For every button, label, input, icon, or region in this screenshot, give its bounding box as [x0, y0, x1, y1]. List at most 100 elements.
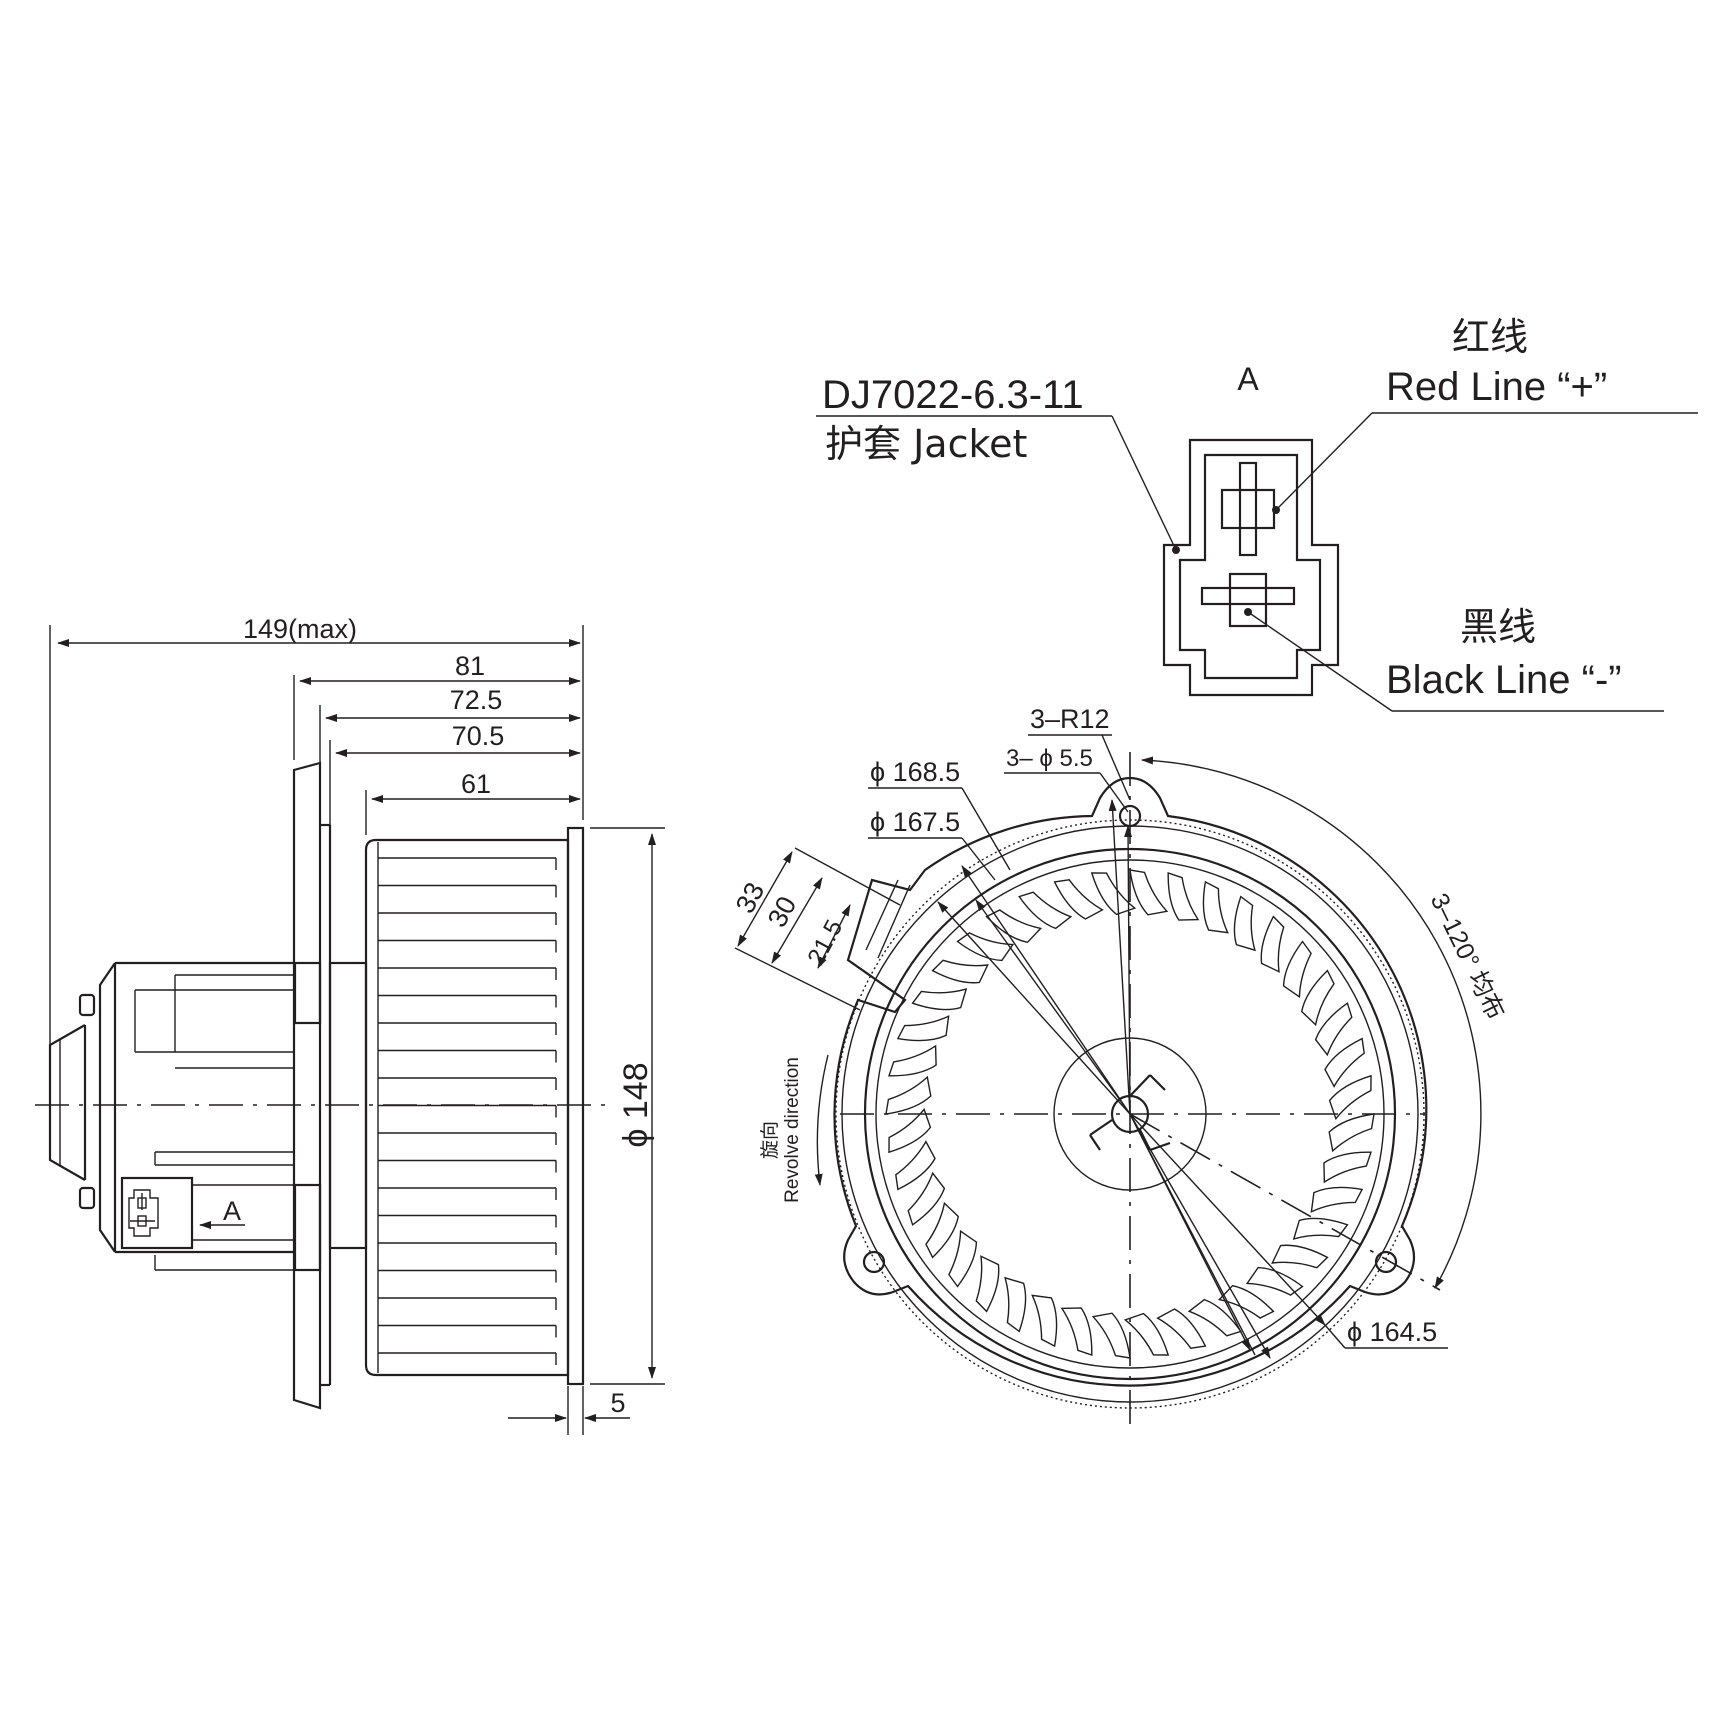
connector-housing-outline	[1162, 438, 1340, 697]
connector-housing-inner	[1178, 453, 1322, 680]
dia-168-5-leader	[961, 787, 1011, 871]
fan-blade	[1271, 1244, 1329, 1269]
motor-body-left-edge	[98, 962, 116, 1253]
dim-149-text: 149(max)	[243, 614, 357, 644]
jacket-label: 护套 Jacket	[825, 422, 1027, 466]
ext-33-bottom	[734, 947, 861, 1011]
fan-end-plate	[566, 826, 585, 1386]
fan-blade	[1323, 1151, 1372, 1184]
fan-blade	[975, 1255, 1000, 1313]
part-number-label: DJ7022-6.3-11	[822, 373, 1084, 417]
leader-167-5	[975, 899, 1131, 1115]
fan-blade	[985, 909, 1043, 944]
fan-blade	[911, 988, 968, 1011]
fan-blade	[931, 959, 989, 984]
fan-blade	[895, 1140, 936, 1191]
dia-168-5-label: ϕ 168.5	[870, 757, 960, 787]
dia-164-5-label: ϕ 164.5	[1347, 1317, 1437, 1347]
fan-blade	[1004, 1276, 1027, 1333]
side-view: 149(max) 81 72.5 70.5 61	[35, 614, 665, 1435]
front-view: 3–R12 3– ϕ 5.5 ϕ 168.5 ϕ 167.5 ϕ 164.5 3…	[730, 704, 1510, 1428]
fan-blade	[1260, 915, 1285, 973]
fan-blade	[1167, 872, 1200, 921]
connector-block	[120, 1176, 194, 1250]
outlet-rib	[865, 879, 899, 951]
black-terminal-body	[1228, 572, 1268, 628]
fan-blade	[925, 1201, 960, 1259]
revolve-arrow-icon	[814, 1054, 829, 1186]
view-a-marker: A	[223, 1196, 241, 1226]
connector-view-a: A DJ7022-6.3-11 护套 Jacket 红线 Red Line “+…	[816, 315, 1698, 712]
hole-leader-line	[1099, 772, 1129, 813]
end-cap-outline	[48, 1024, 86, 1181]
fan-wheel-outline	[364, 838, 570, 1377]
black-line-cn-label: 黑线	[1460, 605, 1536, 649]
red-terminal-blade	[1238, 461, 1258, 557]
red-terminal-body	[1220, 488, 1276, 530]
dim-30-text: 30	[762, 891, 803, 932]
fan-blade	[948, 1229, 978, 1288]
revolve-label-en: Revolve direction	[782, 1057, 803, 1203]
outlet-rib	[877, 884, 911, 959]
collar-bottom	[293, 1183, 322, 1272]
leader-r12	[1108, 799, 1131, 1115]
jacket-leader	[1111, 415, 1177, 551]
dim-61-text: 61	[461, 769, 491, 799]
fan-blade	[1202, 880, 1229, 934]
fan-blade	[896, 1015, 950, 1042]
ext-33-top	[794, 847, 901, 906]
leader-164-5	[1129, 1113, 1326, 1326]
dia-167-5-label: ϕ 167.5	[870, 807, 960, 837]
fan-blade	[1091, 1312, 1131, 1359]
hub-spoke	[1149, 1074, 1166, 1091]
leader-hole	[1124, 825, 1133, 1115]
fan-blade	[1156, 1308, 1207, 1349]
hub-spoke	[1129, 1074, 1151, 1097]
fan-blade	[1018, 891, 1073, 930]
fan-blade	[1310, 1186, 1364, 1213]
leader-168-5	[961, 865, 1131, 1115]
dim-line-30	[771, 877, 823, 964]
dim-5-text: 5	[610, 1388, 625, 1418]
connector-view-label: A	[1237, 361, 1259, 397]
dim-21-5-text: 21.5	[802, 916, 848, 970]
fan-blade	[956, 932, 1015, 962]
fan-blade	[907, 1171, 946, 1226]
fan-blade	[885, 1075, 932, 1115]
screw-bottom-icon	[78, 1186, 96, 1210]
fan-blade	[1053, 879, 1104, 920]
r12-leader-line	[1101, 734, 1131, 801]
mount-hole-right-icon	[1374, 1250, 1398, 1274]
revolve-label-cn: 旋向	[759, 1121, 781, 1159]
fan-blade	[1031, 1294, 1058, 1348]
connector-small-icon	[128, 1189, 159, 1237]
collar-top	[293, 961, 322, 1025]
flange-plate	[292, 761, 322, 1410]
fan-blade	[1123, 1312, 1170, 1356]
fan-blade	[1300, 969, 1335, 1027]
dim-72-5-text: 72.5	[450, 685, 503, 715]
fan-blade	[1187, 1298, 1242, 1337]
mount-hole-left-icon	[862, 1250, 886, 1274]
hub-spoke	[1089, 1119, 1113, 1136]
red-line-leader	[1275, 412, 1373, 511]
screw-top-icon	[78, 993, 96, 1017]
fan-blade	[888, 1107, 932, 1154]
black-line-leader	[1247, 611, 1393, 712]
angle-arc-120	[1141, 756, 1482, 1289]
dim-line-21-5	[817, 904, 851, 969]
radius-label: 3–R12	[1030, 704, 1110, 734]
dia-167-5-leader	[961, 837, 996, 881]
fan-blade	[1090, 872, 1137, 916]
black-line-en-label: Black Line “-”	[1386, 658, 1622, 702]
dim-148-text: ϕ 148	[617, 1062, 655, 1147]
red-line-cn-label: 红线	[1452, 315, 1528, 359]
dia-164-5-leader	[1324, 1324, 1346, 1349]
fan-blade	[1060, 1307, 1093, 1356]
dim-line-33	[737, 851, 793, 947]
angle-label: 3–120° 均布	[1425, 889, 1510, 1024]
black-terminal-blade	[1200, 586, 1296, 606]
red-line-en-label: Red Line “+”	[1386, 365, 1607, 409]
fan-blade	[1217, 1284, 1275, 1319]
